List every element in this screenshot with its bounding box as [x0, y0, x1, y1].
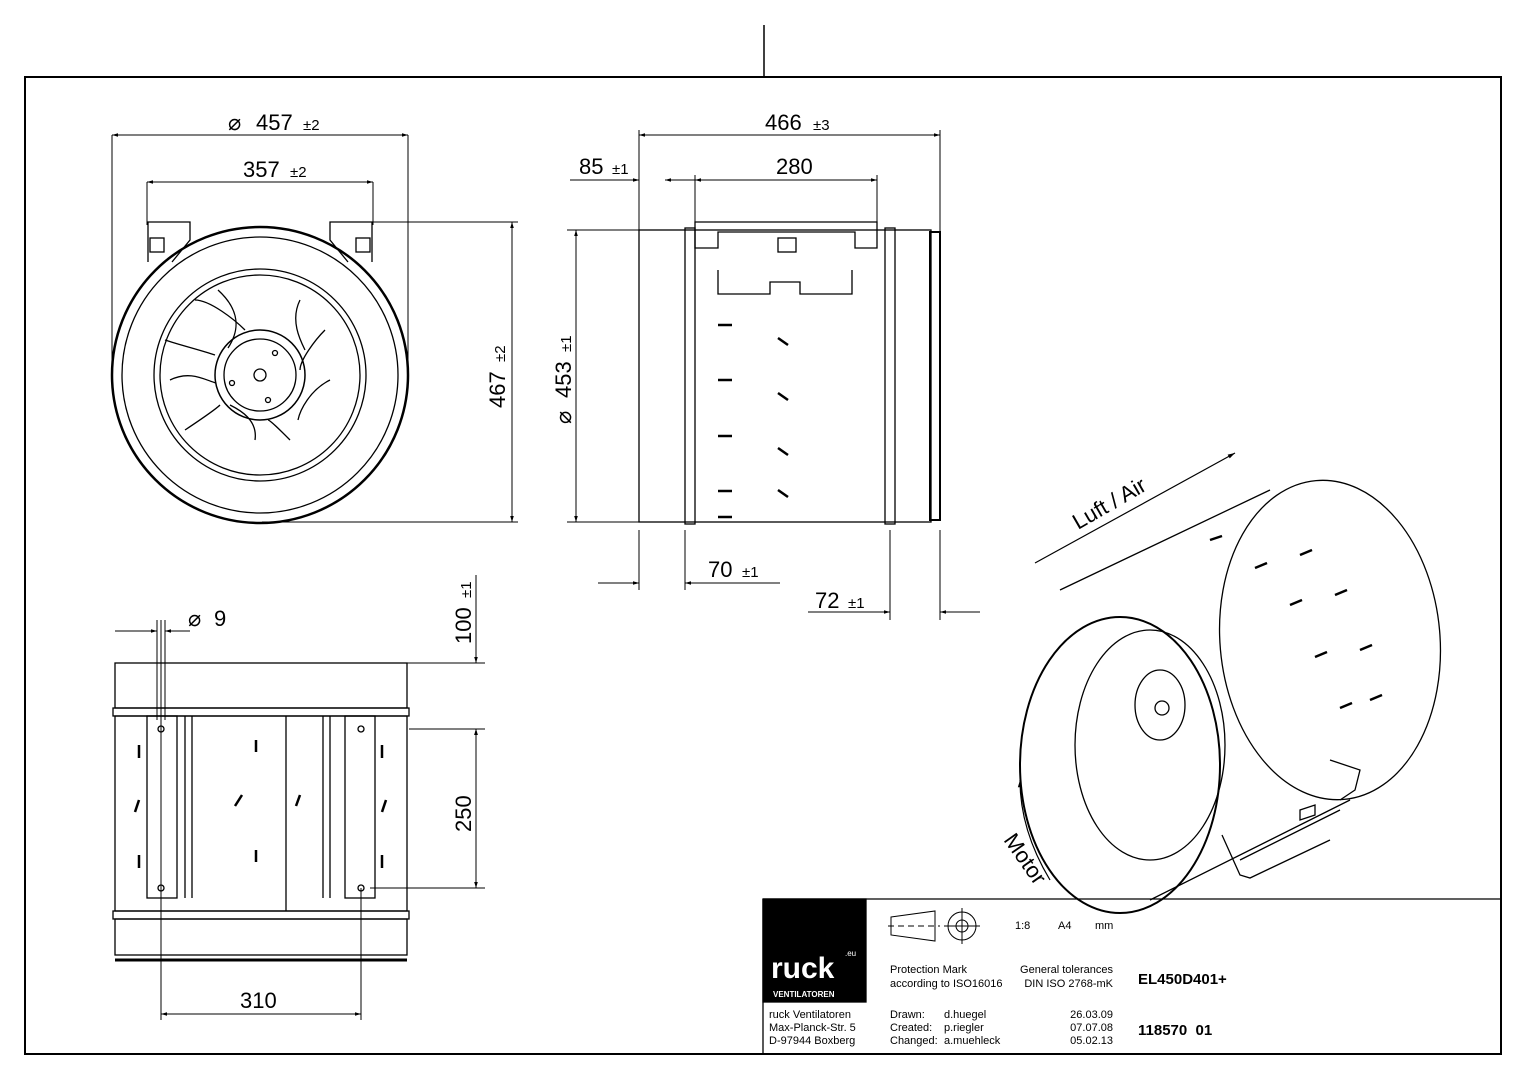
history-row: Changed: a.muehleck 05.02.13 [890, 1035, 1113, 1047]
dim-outer-diameter-tol: ±2 [303, 117, 320, 134]
history-date: 26.03.09 [1070, 1009, 1113, 1021]
dim-height-tol: ±2 [492, 345, 509, 362]
dim-hole-spacing-vertical: 250 [451, 795, 476, 832]
front-dimensions [111, 133, 518, 523]
history-label: Changed: [890, 1035, 938, 1047]
rotation-arrow [1017, 779, 1051, 881]
dim-hole-spacing-horizontal: 310 [240, 988, 277, 1013]
airflow-label: Luft / Air [1068, 472, 1150, 534]
dim-offset-70-tol: ±1 [742, 564, 759, 581]
side-dimensions [567, 130, 980, 620]
isometric-view [1019, 479, 1442, 914]
history-date: 05.02.13 [1070, 1035, 1113, 1047]
dim-offset-72: 72 [815, 588, 839, 613]
dim-bracket-length: 280 [776, 154, 813, 179]
dim-inlet-offset-tol: ±1 [612, 161, 629, 178]
logo-sub: VENTILATOREN [773, 990, 835, 999]
dim-hole-diameter: 9 [214, 606, 226, 631]
dim-top-offset: 100 [451, 607, 476, 644]
dim-length: 466 [765, 110, 802, 135]
front-view [110, 221, 410, 525]
format: A4 [1058, 920, 1071, 932]
title-block [762, 898, 1501, 1054]
dim-body-diameter-tol: ±1 [558, 335, 575, 352]
tolerances-line-2: DIN ISO 2768-mK [1024, 978, 1113, 990]
unit: mm [1095, 920, 1113, 932]
history-name: d.huegel [944, 1009, 986, 1021]
history-row: Drawn: d.huegel 26.03.09 [890, 1009, 1113, 1021]
history-label: Drawn: [890, 1009, 925, 1021]
dim-bracket-width: 357 [243, 157, 280, 182]
dim-hole-diameter-symbol: ⌀ [188, 606, 201, 631]
dim-outer-diameter: 457 [256, 110, 293, 135]
history-label: Created: [890, 1022, 932, 1034]
history-name: p.riegler [944, 1022, 984, 1034]
logo-brand: ruck [771, 952, 835, 985]
dim-outer-diameter-symbol: ⌀ [228, 110, 241, 135]
dim-body-diameter-symbol: ⌀ [551, 411, 576, 424]
tolerances-line-1: General tolerances [1020, 964, 1113, 976]
address-line-2: Max-Planck-Str. 5 [769, 1022, 856, 1034]
dim-height: 467 [485, 371, 510, 408]
airflow-arrow [1034, 452, 1236, 564]
model-number: EL450D401+ [1138, 971, 1227, 988]
history-row: Created: p.riegler 07.07.08 [890, 1022, 1113, 1034]
bottom-dimensions [115, 575, 485, 1020]
scale: 1:8 [1015, 920, 1030, 932]
dim-body-diameter: 453 [551, 361, 576, 398]
address-line-3: D-97944 Boxberg [769, 1035, 855, 1047]
address-line-1: ruck Ventilatoren [769, 1009, 851, 1021]
dim-inlet-offset: 85 [579, 154, 603, 179]
protection-line-1: Protection Mark [890, 964, 968, 976]
drawing-number: 118570 01 [1138, 1022, 1212, 1039]
history-name: a.muehleck [944, 1035, 1001, 1047]
logo-suffix: .eu [845, 949, 856, 958]
dim-bracket-width-tol: ±2 [290, 164, 307, 181]
bottom-view [112, 662, 410, 962]
protection-line-2: according to ISO16016 [890, 978, 1003, 990]
dim-offset-70: 70 [708, 557, 732, 582]
dim-length-tol: ±3 [813, 117, 830, 134]
dim-top-offset-tol: ±1 [458, 581, 475, 598]
dim-offset-72-tol: ±1 [848, 595, 865, 612]
projection-symbol [888, 908, 980, 944]
history-date: 07.07.08 [1070, 1022, 1113, 1034]
side-view [638, 221, 941, 525]
